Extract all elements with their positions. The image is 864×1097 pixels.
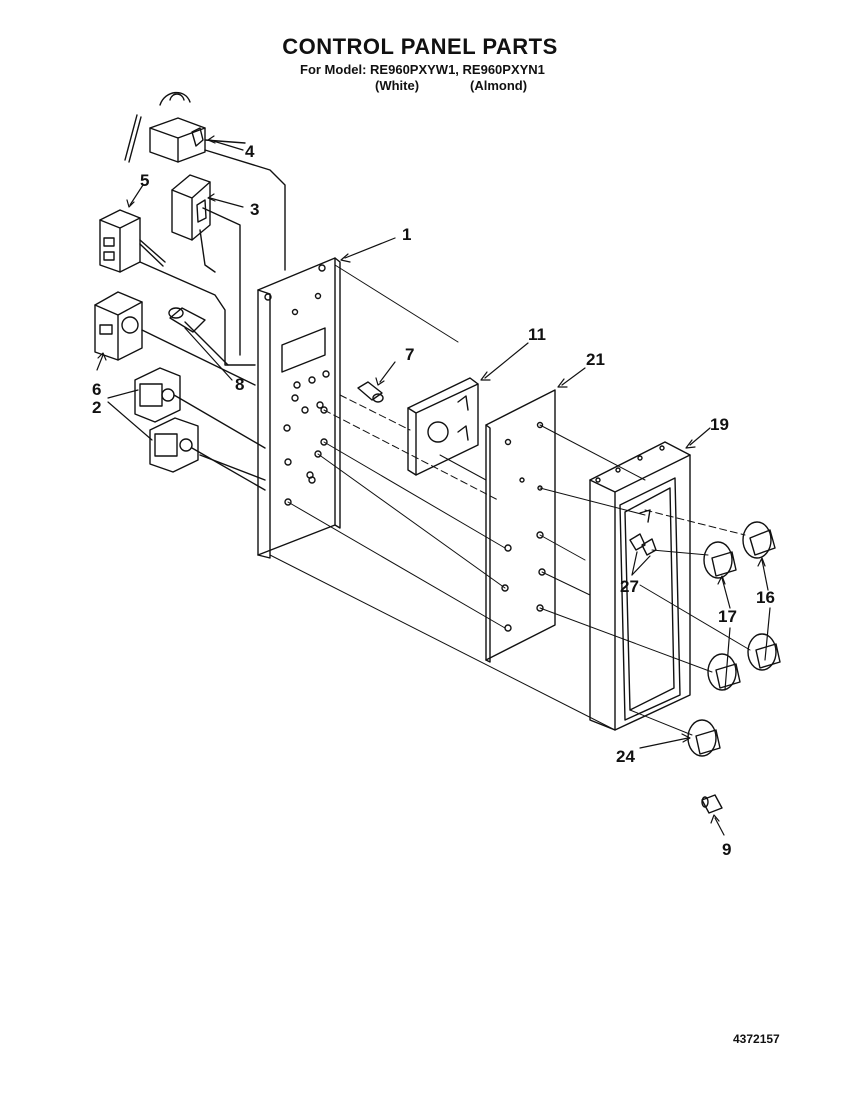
part-8-spacer bbox=[168, 307, 229, 366]
callout-1: 1 bbox=[402, 225, 411, 244]
part-19-console-frame bbox=[589, 441, 691, 731]
callout-24: 24 bbox=[616, 747, 635, 766]
callout-17: 17 bbox=[718, 607, 737, 626]
part-6-rotary-switch bbox=[94, 291, 256, 386]
callout-3: 3 bbox=[250, 200, 259, 219]
callout-labels: 4 3 5 1 6 2 8 7 11 21 19 16 17 27 24 9 bbox=[92, 142, 775, 859]
knob-17-lower bbox=[707, 653, 741, 691]
knobs bbox=[687, 521, 781, 757]
assembly-lines bbox=[269, 264, 751, 736]
callout-7: 7 bbox=[405, 345, 414, 364]
callout-27: 27 bbox=[620, 577, 639, 596]
callout-2: 2 bbox=[92, 398, 101, 417]
callout-21: 21 bbox=[586, 350, 605, 369]
part-5-rotary-switch bbox=[99, 209, 256, 366]
part-3-switch bbox=[171, 174, 241, 356]
knob-16-upper bbox=[742, 521, 776, 559]
leader-lines bbox=[96, 135, 771, 836]
part-9-cap bbox=[701, 794, 723, 814]
part-11-bracket bbox=[407, 377, 479, 476]
callout-8: 8 bbox=[235, 375, 244, 394]
knob-16-lower bbox=[747, 633, 781, 671]
part-27-buttons bbox=[629, 509, 657, 556]
variant-white: (White) bbox=[375, 78, 420, 93]
part-4-thermostat bbox=[124, 91, 286, 271]
part-2-switches bbox=[134, 367, 266, 491]
callout-19: 19 bbox=[710, 415, 729, 434]
part-21-panel-sheet bbox=[485, 389, 556, 663]
page-title: CONTROL PANEL PARTS bbox=[282, 34, 558, 59]
part-7-shaft bbox=[357, 381, 384, 403]
callout-4: 4 bbox=[245, 142, 255, 161]
callout-11: 11 bbox=[528, 325, 546, 344]
callout-16: 16 bbox=[756, 588, 775, 607]
model-line: For Model: RE960PXYW1, RE960PXYN1 bbox=[300, 62, 545, 77]
variant-almond: (Almond) bbox=[470, 78, 528, 93]
callout-6: 6 bbox=[92, 380, 101, 399]
knob-17-upper bbox=[703, 541, 737, 579]
callout-9: 9 bbox=[722, 840, 731, 859]
callout-5: 5 bbox=[140, 171, 149, 190]
knob-24 bbox=[687, 719, 721, 757]
part-1-control-plate bbox=[257, 257, 341, 559]
document-number: 4372157 bbox=[733, 1032, 780, 1046]
